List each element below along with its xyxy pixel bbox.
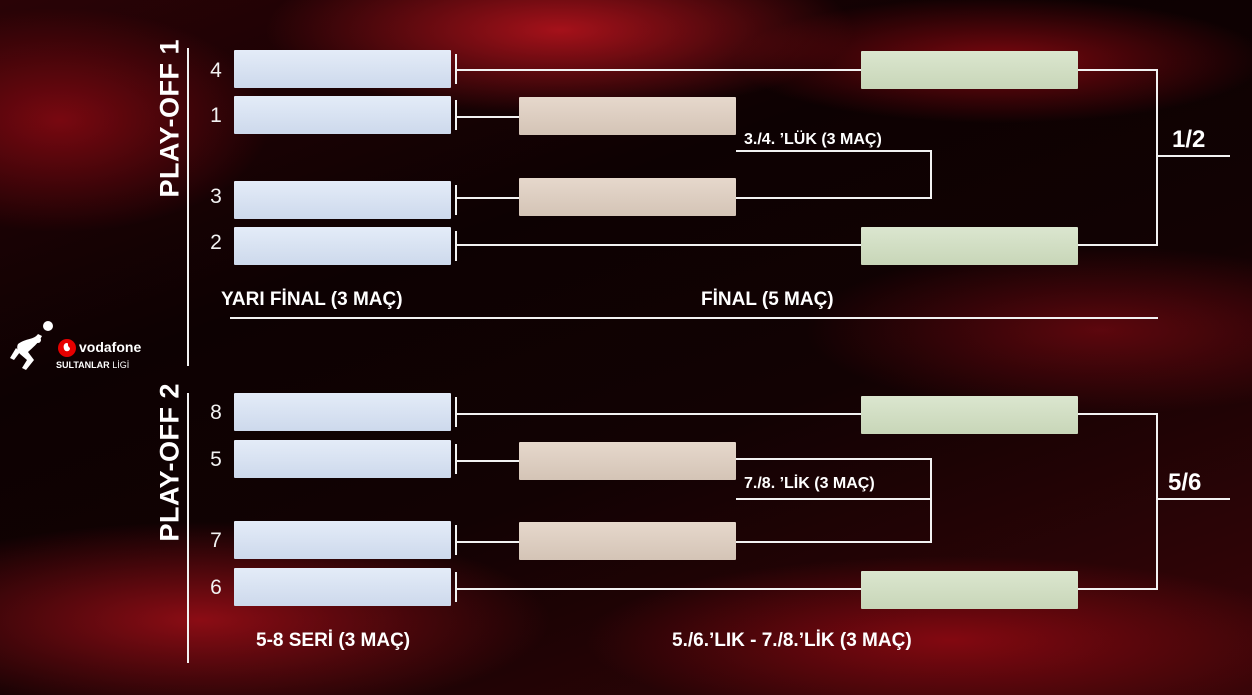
team-slot (234, 181, 451, 219)
team-slot (234, 96, 451, 134)
bracket-line (930, 150, 932, 199)
bracket-line (1078, 413, 1158, 415)
bracket-line (455, 444, 457, 474)
bracket-line (455, 572, 457, 602)
bracket-line (457, 244, 861, 246)
bracket-line (457, 69, 861, 71)
bracket-line (1156, 69, 1158, 246)
bracket-line (457, 413, 861, 415)
final-slot (861, 571, 1078, 609)
final-label: FİNAL (5 MAÇ) (701, 289, 834, 310)
playoff2-seed-2: 5 (210, 448, 222, 471)
final-slot (861, 227, 1078, 265)
vodafone-icon (58, 339, 76, 357)
bracket-line (1158, 498, 1230, 500)
final-slot (861, 51, 1078, 89)
bracket-line (455, 185, 457, 215)
playoff2-result: 5/6 (1168, 469, 1202, 496)
section-divider (230, 317, 1158, 319)
team-slot (234, 50, 451, 88)
league-logo: vodafone SULTANLAR LİGİ (8, 318, 148, 380)
bracket-line (736, 498, 932, 500)
bracket-line (457, 197, 519, 199)
playoff1-seed-3: 3 (210, 185, 222, 208)
final-slot (861, 396, 1078, 434)
bracket-line (455, 231, 457, 261)
third-place-label: 3./4. ’LÜK (3 MAÇ) (744, 131, 882, 148)
playoff1-seed-4: 2 (210, 231, 222, 254)
bracket-line (1078, 588, 1158, 590)
volleyball-player-icon (10, 321, 53, 370)
playoff2-seed-4: 6 (210, 576, 222, 599)
playoff1-seed-1: 4 (210, 59, 222, 82)
series-label: 5-8 SERİ (3 MAÇ) (256, 630, 411, 651)
team-slot (234, 440, 451, 478)
playoff1-divider (187, 48, 189, 366)
semifinal-slot (519, 97, 736, 135)
bracket-line (736, 150, 932, 152)
bracket-line (457, 588, 861, 590)
playoff2-title: PLAY-OFF 2 (154, 382, 185, 542)
bracket-line (930, 458, 932, 543)
bracket-line (736, 458, 932, 460)
team-slot (234, 393, 451, 431)
bracket-line (457, 460, 519, 462)
semifinal-slot (519, 522, 736, 560)
league-name: SULTANLAR LİGİ (56, 360, 129, 370)
bracket-line (1156, 413, 1158, 590)
team-slot (234, 568, 451, 606)
playoff1-seed-2: 1 (210, 104, 222, 127)
league-suffix: LİGİ (112, 360, 130, 370)
placement-final-label: 5./6.’LIK - 7./8.’LİK (3 MAÇ) (672, 630, 912, 651)
bracket-line (457, 541, 519, 543)
team-slot (234, 521, 451, 559)
bracket-line (736, 197, 932, 199)
bracket-line (1158, 155, 1230, 157)
bracket-line (455, 525, 457, 555)
semifinal-slot (519, 442, 736, 480)
bracket-line (455, 100, 457, 130)
bracket-line (457, 116, 519, 118)
team-slot (234, 227, 451, 265)
vodafone-brand: vodafone (79, 339, 142, 355)
playoff1-title: PLAY-OFF 1 (154, 38, 185, 198)
playoff1-result: 1/2 (1172, 126, 1206, 153)
playoff2-divider (187, 393, 189, 663)
playoff2-seed-1: 8 (210, 401, 222, 424)
bracket-line (455, 397, 457, 427)
semifinal-label: YARI FİNAL (3 MAÇ) (221, 289, 403, 310)
playoff2-seed-3: 7 (210, 529, 222, 552)
bracket-line (1078, 244, 1158, 246)
seventh-place-label: 7./8. ’LİK (3 MAÇ) (744, 475, 875, 492)
bracket-line (1078, 69, 1158, 71)
bracket-line (736, 541, 932, 543)
semifinal-slot (519, 178, 736, 216)
bracket-line (455, 54, 457, 84)
league-main: SULTANLAR (56, 360, 110, 370)
